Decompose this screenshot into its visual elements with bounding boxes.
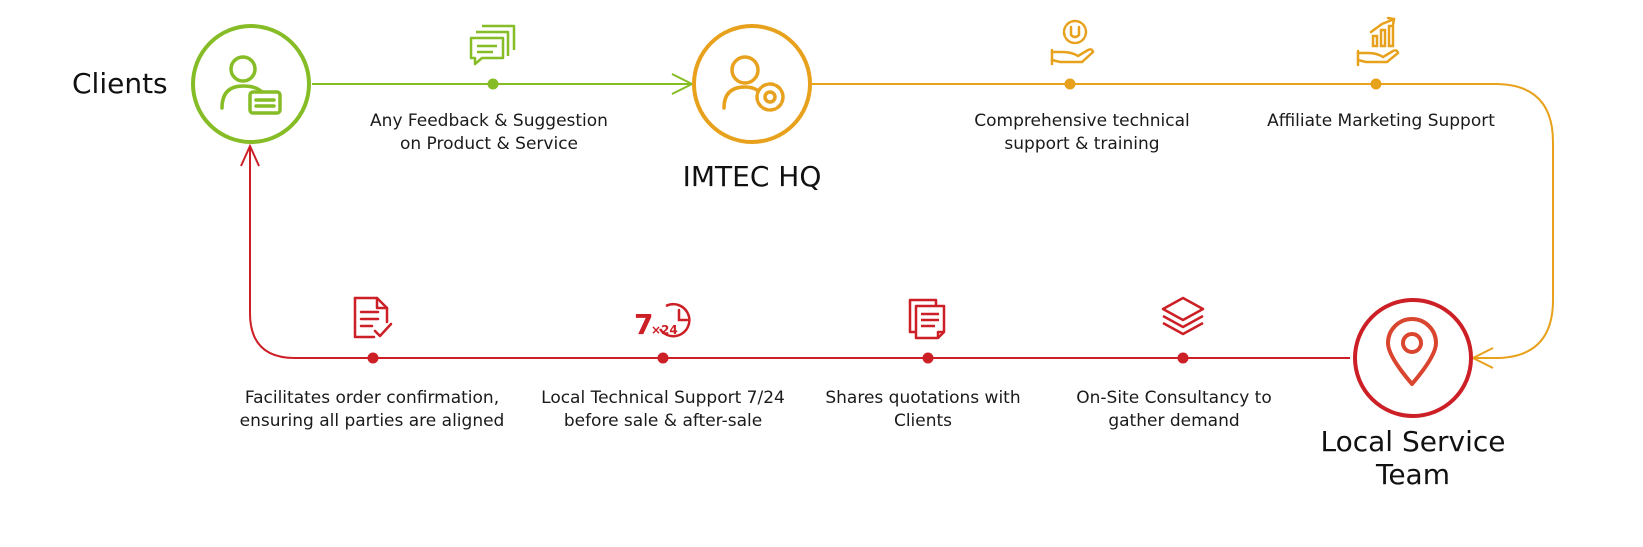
chart-hand-icon [1356, 16, 1400, 67]
step-affiliate-label: Affiliate Marketing Support [1267, 110, 1495, 133]
clients-node [191, 24, 311, 144]
dot-feedback [487, 78, 499, 90]
clock-24-icon: 7 ×24 [634, 303, 691, 341]
gear-hand-icon [1050, 19, 1095, 66]
dot-quotations [922, 352, 934, 364]
svg-text:7: 7 [634, 308, 653, 341]
layers-icon [1161, 296, 1205, 336]
dot-consultancy [1177, 352, 1189, 364]
step-order-line1: Facilitates order confirmation, [244, 388, 500, 408]
dot-affiliate [1370, 78, 1382, 90]
clients-label: Clients [72, 67, 168, 100]
step-consultancy-label: On-Site Consultancy to gather demand [1076, 387, 1271, 433]
hq-node [692, 24, 812, 144]
user-gear-icon [722, 55, 785, 112]
hq-label: IMTEC HQ [682, 160, 822, 193]
connector-hq-to-local [812, 83, 1554, 359]
step-quotations-line1: Shares quotations with [825, 388, 1021, 408]
map-pin-icon [1386, 317, 1438, 386]
connector-local-to-clients [249, 148, 1350, 359]
step-consultancy-line1: On-Site Consultancy to [1076, 388, 1272, 408]
step-tech-support-line2: support & training [1004, 134, 1160, 154]
step-affiliate-line1: Affiliate Marketing Support [1267, 111, 1495, 131]
step-tech-support-label: Comprehensive technical support & traini… [974, 110, 1189, 156]
step-quotations-label: Shares quotations with Clients [825, 387, 1020, 433]
step-consultancy-line2: gather demand [1108, 411, 1240, 431]
step-local-support-line2: before sale & after-sale [563, 411, 763, 431]
step-feedback-line1: Any Feedback & Suggestion [370, 111, 608, 131]
step-feedback-label: Any Feedback & Suggestion on Product & S… [370, 110, 608, 156]
step-feedback-line2: on Product & Service [399, 134, 579, 154]
step-tech-support-line1: Comprehensive technical [974, 111, 1190, 131]
documents-icon [908, 298, 946, 340]
dot-order [367, 352, 379, 364]
local-team-label: Local Service Team [1313, 425, 1513, 491]
step-order-line2: ensuring all parties are aligned [239, 411, 505, 431]
document-check-icon [353, 296, 393, 339]
step-quotations-line2: Clients [893, 411, 953, 431]
step-local-support-label: Local Technical Support 7/24 before sale… [541, 387, 785, 433]
arrowhead-clients [240, 143, 260, 167]
dot-local-support [657, 352, 669, 364]
dot-tech-support [1064, 78, 1076, 90]
chat-icon [469, 24, 516, 66]
local-team-label-line1: Local Service [1320, 425, 1506, 458]
user-card-icon [220, 55, 282, 115]
step-order-label: Facilitates order confirmation, ensuring… [240, 387, 505, 433]
step-local-support-line1: Local Technical Support 7/24 [541, 388, 785, 408]
local-team-label-line2: Team [1375, 458, 1450, 491]
svg-text:×24: ×24 [651, 323, 678, 337]
local-team-node [1353, 298, 1473, 418]
